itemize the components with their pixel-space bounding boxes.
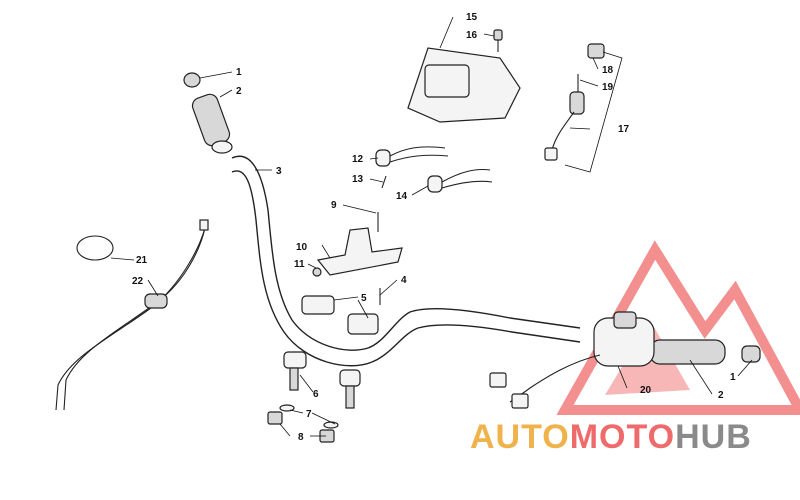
- ignition-connector: [544, 147, 558, 161]
- callout-1-right: 1: [730, 372, 736, 383]
- callout-22: 22: [132, 276, 144, 287]
- watermark-text: AUTOMOTOHUB: [470, 418, 752, 456]
- upper-clamp: [301, 295, 335, 315]
- right-grip: [649, 339, 726, 365]
- callout-5: 5: [361, 293, 367, 304]
- throttle-connector-b: [511, 393, 529, 409]
- callout-9: 9: [331, 200, 337, 211]
- nuts: [267, 411, 335, 443]
- callout-21: 21: [136, 255, 148, 266]
- right-switch: [427, 168, 493, 193]
- watermark-moto: MOTO: [570, 418, 675, 456]
- cover-screw: [493, 29, 503, 52]
- handlebar-tube-inner: [231, 170, 581, 367]
- watermark-auto: AUTO: [470, 418, 570, 456]
- callout-19: 19: [602, 82, 614, 93]
- throttle-housing: [593, 311, 655, 367]
- riser-right: [339, 369, 361, 409]
- callout-10: 10: [296, 242, 308, 253]
- left-grip: [191, 93, 233, 154]
- callout-1: 1: [236, 67, 242, 78]
- callout-4: 4: [401, 275, 407, 286]
- right-end-cap: [741, 345, 761, 363]
- handlebar-tube: [231, 155, 581, 351]
- watermark-hub: HUB: [675, 418, 752, 456]
- ignition-wiring: [551, 111, 575, 151]
- mounting-bracket: [316, 227, 403, 276]
- lower-clamp: [347, 313, 379, 335]
- callout-15: 15: [466, 12, 478, 23]
- washers: [279, 404, 339, 429]
- instrument-cover: [407, 47, 521, 123]
- callout-16: 16: [466, 30, 478, 41]
- wire-clip: [381, 175, 387, 189]
- callout-20: 20: [640, 385, 652, 396]
- ignition-bracket-outline: [564, 51, 623, 173]
- callout-12: 12: [352, 154, 364, 165]
- leader-lines: [110, 16, 753, 437]
- watermark-triangle-outer: [556, 240, 800, 415]
- bracket-screw: [312, 267, 322, 277]
- callout-13: 13: [352, 174, 364, 185]
- callout-8: 8: [298, 432, 304, 443]
- left-end-cap: [183, 72, 201, 88]
- callout-2: 2: [236, 86, 242, 97]
- throttle-connector-a: [489, 372, 507, 388]
- callout-14: 14: [396, 191, 408, 202]
- callout-11: 11: [294, 259, 305, 270]
- ignition-switch: [569, 74, 585, 115]
- callout-7: 7: [306, 409, 312, 420]
- callout-17: 17: [618, 124, 630, 135]
- callout-6: 6: [313, 389, 319, 400]
- ignition-key: [587, 43, 605, 59]
- callout-18: 18: [602, 65, 614, 76]
- riser-left: [283, 351, 307, 391]
- throttle-cable: [55, 219, 209, 411]
- callout-3: 3: [276, 166, 282, 177]
- left-switch: [375, 146, 449, 167]
- cable-clip-ring: [76, 235, 114, 261]
- callout-2-right: 2: [718, 390, 724, 401]
